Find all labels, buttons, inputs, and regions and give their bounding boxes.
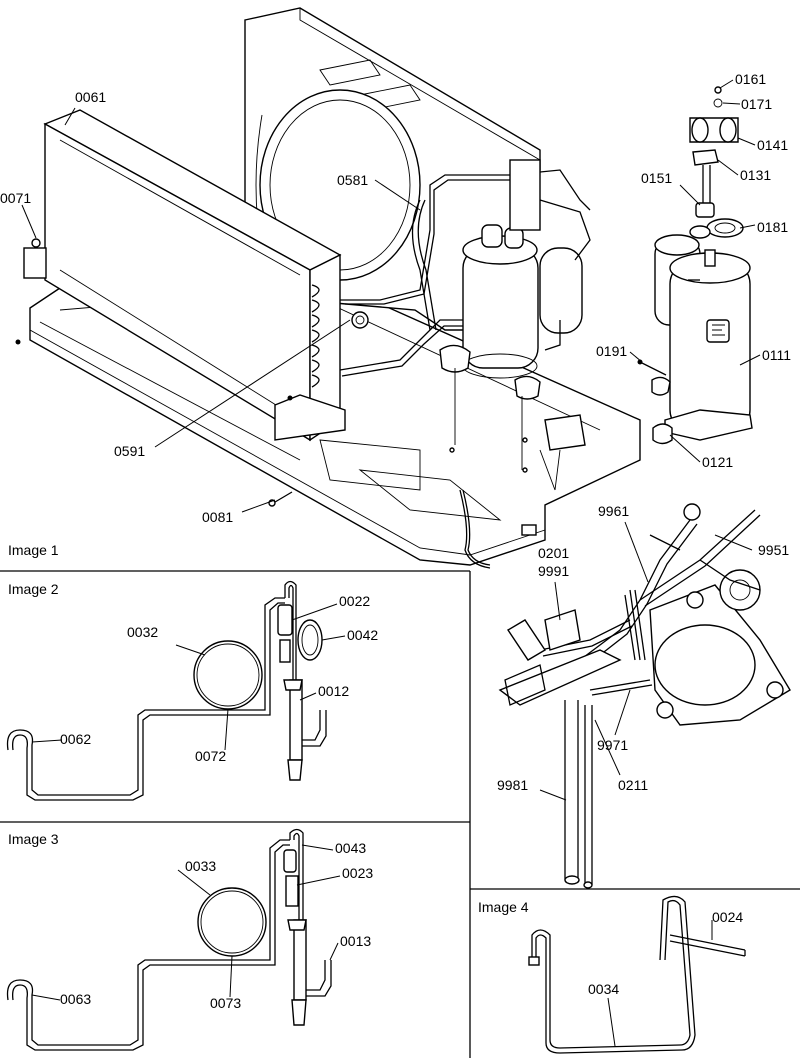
callout-0581: 0581 (337, 172, 368, 188)
callout-0042: 0042 (347, 627, 378, 643)
callout-0121: 0121 (702, 454, 733, 470)
callout-0032: 0032 (127, 624, 158, 640)
callout-9981: 9981 (497, 777, 528, 793)
callout-0024: 0024 (712, 909, 743, 925)
side-bracket (23, 247, 47, 279)
cap-tube-coil-3 (197, 887, 267, 957)
callout-0081: 0081 (202, 509, 233, 525)
coil-return-bends (311, 284, 320, 388)
tube-assembly-image-2 (6, 580, 327, 801)
callout-0013: 0013 (340, 933, 371, 949)
panel-label-image-4: Image 4 (478, 899, 529, 915)
panel-frames (0, 570, 800, 1058)
callout-0062: 0062 (60, 731, 91, 747)
callout-0151: 0151 (641, 170, 672, 186)
compressor-exploded-view (637, 86, 753, 445)
panel-label-image-3: Image 3 (8, 831, 59, 847)
callout-9951: 9951 (758, 542, 789, 558)
callout-9971: 9971 (597, 737, 628, 753)
compressor (462, 247, 539, 369)
callout-0181: 0181 (757, 219, 788, 235)
service-valves (509, 159, 541, 231)
callout-0073: 0073 (210, 995, 241, 1011)
callout-0023: 0023 (342, 865, 373, 881)
callout-0022: 0022 (339, 593, 370, 609)
tube-assembly-image-3 (6, 828, 332, 1051)
callout-9991: 9991 (538, 563, 569, 579)
callout-0161: 0161 (735, 71, 766, 87)
callout-0111: 0111 (762, 347, 791, 363)
panel-label-image-2: Image 2 (8, 581, 59, 597)
callout-0171: 0171 (741, 96, 772, 112)
main-assembly-drawing (15, 7, 641, 569)
callout-0043: 0043 (335, 840, 366, 856)
callout-0063: 0063 (60, 991, 91, 1007)
cap-tube-coil (193, 640, 263, 710)
refrigerant-tubing (339, 169, 591, 377)
callout-0211: 0211 (618, 777, 648, 793)
callout-0072: 0072 (195, 748, 226, 764)
callout-0033: 0033 (185, 858, 216, 874)
callout-labels: 0061 0071 0581 0591 0081 0161 0171 0141 … (0, 71, 791, 1011)
callout-0131: 0131 (740, 167, 771, 183)
callout-0591: 0591 (114, 443, 145, 459)
electrical-box (274, 394, 346, 441)
leader-lines (21, 79, 761, 1047)
callout-0071: 0071 (0, 190, 31, 206)
callout-9961: 9961 (598, 503, 629, 519)
callout-0034: 0034 (588, 981, 619, 997)
callout-0141: 0141 (757, 137, 788, 153)
callout-0201: 0201 (538, 545, 569, 561)
reversing-valve-coil (507, 619, 546, 661)
accumulator (539, 247, 583, 334)
callout-0061: 0061 (75, 89, 106, 105)
callout-0191: 0191 (596, 343, 627, 359)
panel-label-image-1: Image 1 (8, 542, 59, 558)
callout-0012: 0012 (318, 683, 349, 699)
valve-tubing-assembly (498, 503, 791, 889)
tube-image-4 (528, 895, 746, 1054)
compressor-shell (669, 261, 751, 433)
